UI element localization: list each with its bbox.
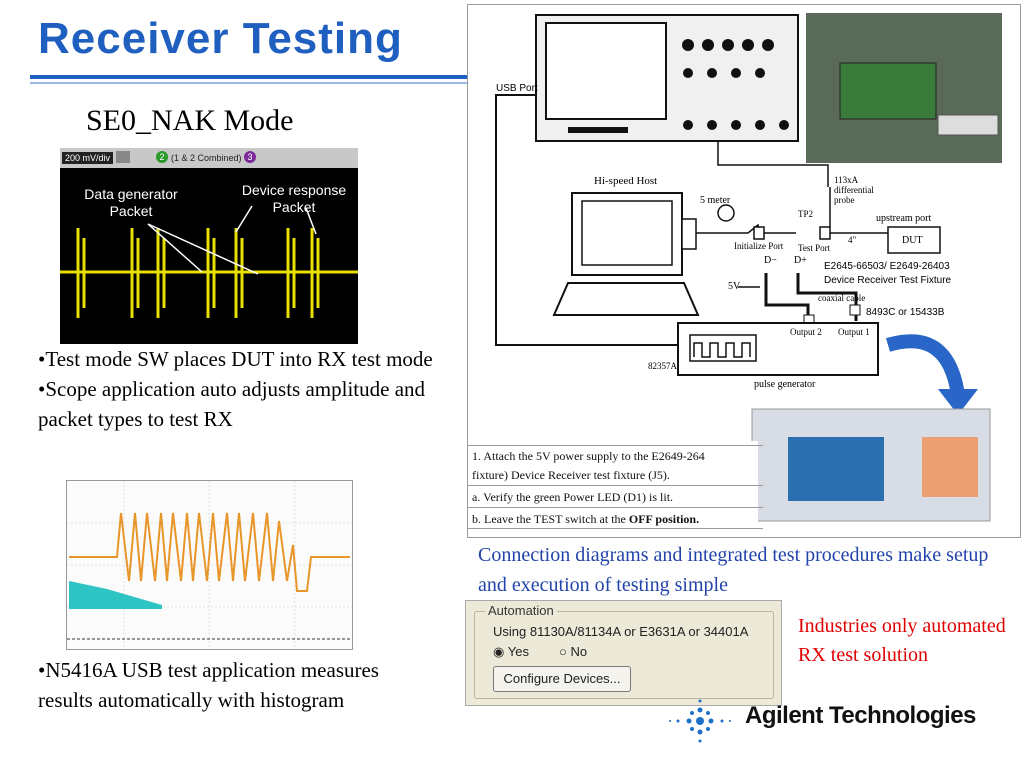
industries-note: Industries only automated RX test soluti… xyxy=(798,615,1006,666)
automation-yes-label: Yes xyxy=(507,644,529,659)
automation-no-label: No xyxy=(570,644,588,659)
slide-subtitle: SE0_NAK Mode xyxy=(86,104,294,137)
diagram-usb-port: USB Port xyxy=(496,83,538,94)
automation-using-label: Using 81130A/81134A or E3631A or 34401A xyxy=(493,624,749,639)
procedure-row-3: b. Leave the TEST switch at the OFF posi… xyxy=(468,507,763,529)
configure-devices-button[interactable]: Configure Devices... xyxy=(493,666,631,692)
radio-unselected-icon: ○ xyxy=(559,644,567,659)
scope-screenshot: 200 mV/div 2 (1 & 2 Combined) 3 Data gen… xyxy=(60,148,358,344)
diagram-initialize-port: Initialize Port xyxy=(734,241,784,251)
procedure-table: 1. Attach the 5V power supply to the E26… xyxy=(468,441,763,535)
diagram-d-minus: D− xyxy=(764,255,777,266)
procedure-row-3-text: b. Leave the TEST switch at the xyxy=(472,512,629,526)
scope-toolbar: 200 mV/div 2 (1 & 2 Combined) 3 xyxy=(60,148,358,168)
bullet-n5416a: •N5416A USB test application measures re… xyxy=(38,658,379,712)
diagram-pulse-generator: pulse generator xyxy=(754,379,816,390)
scope-label-device-response: Device response Packet xyxy=(241,182,347,215)
scope-waveform xyxy=(60,205,358,318)
bullet-scope-application: •Scope application auto adjusts amplitud… xyxy=(38,377,426,431)
scope-channel-badge: 2 xyxy=(156,151,168,163)
diagram-five-v: 5V xyxy=(728,281,741,292)
rx-waveform-cyan xyxy=(69,581,162,609)
diagram-fixture-model: E2645-66503/ E2649-26403 xyxy=(824,261,950,272)
radio-selected-icon: ◉ xyxy=(493,644,505,659)
diagram-probe: 113xA differential probe xyxy=(834,175,874,205)
scope-scale-box: 200 mV/div xyxy=(62,152,114,164)
diagram-attenuator: 8493C or 15433B xyxy=(866,307,945,318)
title-underline-thin xyxy=(30,82,470,84)
diagram-upstream-port: upstream port xyxy=(876,213,932,224)
diagram-hi-speed-host: Hi-speed Host xyxy=(594,175,658,187)
scope-arrows xyxy=(147,205,317,275)
bullet-test-mode: •Test mode SW places DUT into RX test mo… xyxy=(38,347,433,371)
diagram-test-port: Test Port xyxy=(798,243,831,253)
diagram-d-plus: D+ xyxy=(794,255,807,266)
caption-connection-diagrams: Connection diagrams and integrated test … xyxy=(478,544,989,596)
diagram-coax: coaxial cable xyxy=(818,293,866,303)
scope-channel3-badge: 3 xyxy=(244,151,256,163)
automation-legend: Automation xyxy=(485,603,557,618)
automation-group: Automation Using 81130A/81134A or E3631A… xyxy=(474,603,774,699)
automation-no-radio[interactable]: ○ No xyxy=(559,644,587,659)
bullets-bottom: •N5416A USB test application measures re… xyxy=(38,655,438,715)
slide-title: Receiver Testing xyxy=(38,14,403,63)
scope-channel-label: (1 & 2 Combined) xyxy=(171,153,242,163)
scope-arrow-icon xyxy=(116,151,130,163)
scope-bursts xyxy=(76,228,320,318)
procedure-row-2: a. Verify the green Power LED (D1) is li… xyxy=(468,485,763,507)
automation-panel: Automation Using 81130A/81134A or E3631A… xyxy=(465,600,782,706)
agilent-spark-svg xyxy=(669,699,731,743)
scope-label-data-generator: Data generator Packet xyxy=(84,186,178,219)
connection-diagram: USB Port Hi-speed Host 5 meter 113xA dif… xyxy=(467,4,1021,538)
procedure-row-1b: fixture) Device Receiver test fixture (J… xyxy=(472,468,670,482)
agilent-spark-icon xyxy=(668,696,732,746)
bullets-top: •Test mode SW places DUT into RX test mo… xyxy=(38,344,438,434)
diagram-tp2: TP2 xyxy=(798,209,814,219)
automation-yes-radio[interactable]: ◉ Yes xyxy=(493,644,529,660)
agilent-logo-text: Agilent Technologies xyxy=(745,702,976,729)
diagram-fixture-name: Device Receiver Test Fixture xyxy=(824,275,952,286)
diagram-svg xyxy=(495,13,1002,522)
diagram-four-inch: 4" xyxy=(848,235,857,245)
title-underline xyxy=(30,75,470,79)
rx-waveform-svg xyxy=(67,481,352,649)
diagram-meter: 5 meter xyxy=(700,195,731,206)
procedure-row-1a: 1. Attach the 5V power supply to the E26… xyxy=(468,445,763,465)
diagram-output1: Output 1 xyxy=(838,327,870,337)
rx-waveform-plot xyxy=(66,480,353,650)
diagram-output2: Output 2 xyxy=(790,327,822,337)
diagram-dut: DUT xyxy=(902,235,923,246)
diagram-gpib: 82357A xyxy=(648,361,677,371)
procedure-row-3-bold: OFF position. xyxy=(628,512,700,526)
